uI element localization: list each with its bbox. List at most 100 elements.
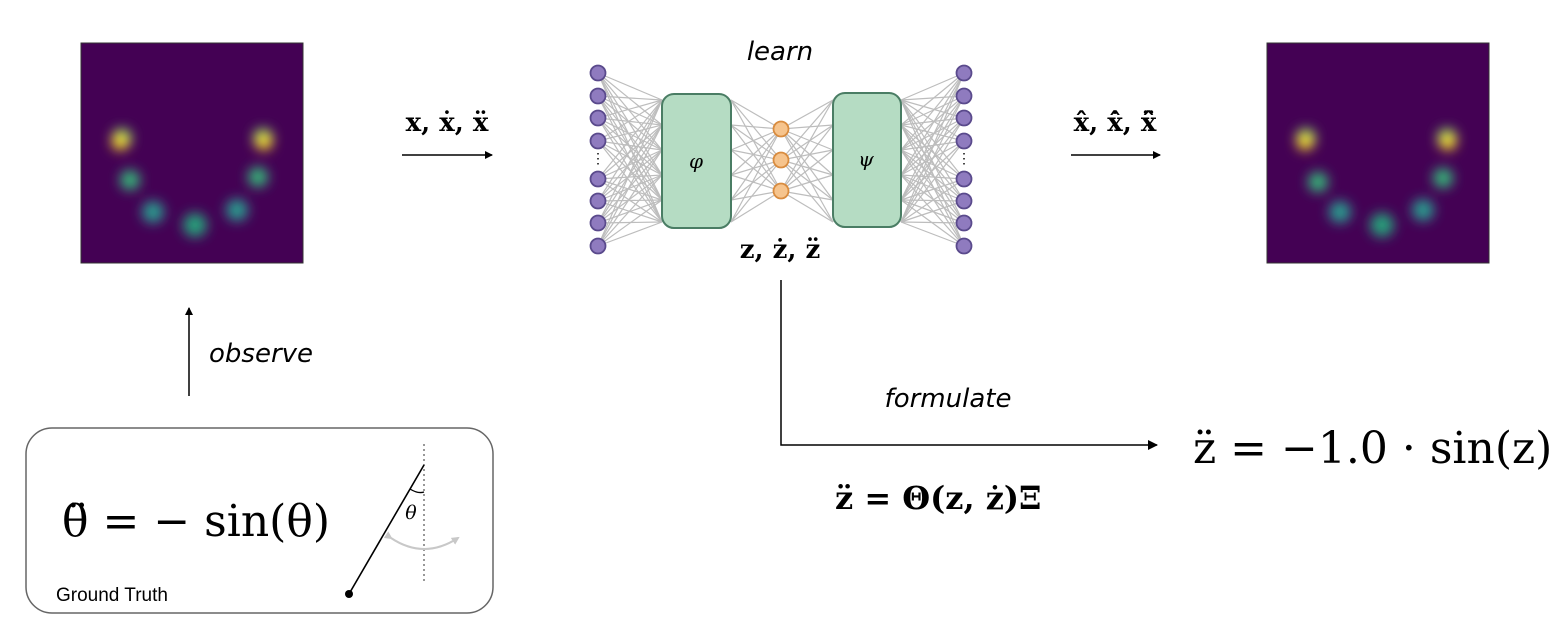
- network-edge: [730, 128, 782, 201]
- network-edge: [900, 149, 965, 247]
- network-edge: [900, 99, 965, 224]
- input-node: [589, 237, 607, 255]
- network-edge: [780, 159, 834, 201]
- latent-node: [772, 151, 790, 169]
- network-edge: [900, 140, 965, 223]
- network-edge: [780, 128, 834, 176]
- network-edge: [780, 128, 834, 223]
- encoder-symbol: φ: [689, 149, 703, 173]
- network-edge: [597, 140, 663, 223]
- network-edge: [900, 95, 965, 101]
- ground-truth-equation: θ̈ = − sin(θ): [62, 496, 330, 547]
- output-image: [1266, 42, 1490, 264]
- network-edge: [597, 174, 663, 247]
- network-edge: [597, 124, 663, 247]
- output-vars-label: x̂, x̂̇, x̂̈: [1074, 108, 1157, 138]
- output-node: [955, 132, 973, 150]
- network-edge: [900, 140, 965, 201]
- network-edge: [597, 140, 663, 151]
- network-edge: [730, 190, 782, 201]
- network-edge: [900, 140, 965, 151]
- network-edge: [900, 178, 965, 201]
- network-edges: [597, 72, 965, 247]
- network-edge: [780, 124, 834, 161]
- input-ellipsis: ⋮: [591, 151, 605, 167]
- network-edge: [597, 124, 663, 202]
- input-node: [589, 192, 607, 210]
- network-edge: [900, 149, 965, 180]
- network-edge: [900, 221, 965, 247]
- network-edge: [730, 174, 782, 192]
- network-edge: [780, 190, 834, 223]
- network-edge: [900, 99, 965, 202]
- input-node: [589, 214, 607, 232]
- output-node: [955, 64, 973, 82]
- network-edge: [597, 99, 663, 224]
- network-edge: [597, 99, 663, 202]
- input-image: [80, 42, 304, 264]
- network-edge: [597, 221, 663, 247]
- network-edge: [597, 199, 663, 224]
- latent-vars-label: z, ż, z̈: [740, 235, 821, 265]
- network-edge: [780, 128, 834, 201]
- network-edge: [597, 99, 663, 180]
- network-edge: [780, 124, 834, 130]
- input-node: [589, 87, 607, 105]
- network-edge: [730, 149, 782, 161]
- input-vars-label: x, ẋ, ẍ: [406, 108, 489, 138]
- formulate-label: formulate: [885, 384, 1012, 414]
- network-edge: [730, 159, 782, 201]
- network-edge: [597, 140, 663, 176]
- network-edge: [597, 99, 663, 142]
- network-edge: [597, 149, 663, 247]
- network-edge: [597, 174, 663, 202]
- network-edge: [900, 124, 965, 202]
- network-edge: [900, 199, 965, 202]
- ground-truth-label: Ground Truth: [56, 585, 168, 606]
- network-edge: [900, 149, 965, 202]
- network-edge: [900, 99, 965, 180]
- encoder-block: [661, 93, 732, 229]
- pendulum-icon: θ: [345, 444, 460, 598]
- network-edge: [730, 99, 782, 192]
- network-edge: [730, 99, 782, 130]
- network-edge: [597, 178, 663, 201]
- latent-node: [772, 120, 790, 138]
- network-edge: [730, 99, 782, 161]
- network-edge: [780, 124, 834, 192]
- network-edge: [597, 99, 663, 119]
- network-edge: [900, 99, 965, 119]
- input-node: [589, 170, 607, 188]
- network-edge: [730, 128, 782, 151]
- output-node: [955, 192, 973, 210]
- network-edge: [597, 140, 663, 201]
- network-edge: [900, 124, 965, 247]
- network-edge: [597, 149, 663, 180]
- output-node: [955, 170, 973, 188]
- learn-label: learn: [747, 37, 813, 67]
- observe-label: observe: [209, 339, 313, 369]
- network-edge: [730, 159, 782, 176]
- network-edge: [730, 124, 782, 192]
- network-edge: [780, 128, 834, 151]
- library-equation: z̈ = Θ(z, ż)Ξ: [835, 479, 1042, 517]
- network-edge: [780, 99, 834, 130]
- network-edge: [597, 174, 663, 180]
- latent-node: [772, 182, 790, 200]
- network-edge: [780, 149, 834, 161]
- autoencoder-network: learn φ ψ ⋮ ⋮ z, ż, z̈: [589, 37, 973, 265]
- network-edge: [900, 124, 965, 180]
- network-edge: [900, 99, 965, 247]
- network-edge: [597, 199, 663, 202]
- network-edge: [900, 72, 965, 101]
- network-edge: [900, 199, 965, 247]
- network-edge: [780, 99, 834, 192]
- network-edge: [780, 149, 834, 192]
- network-edge: [780, 190, 834, 201]
- network-nodes: [589, 64, 973, 255]
- network-edge: [597, 149, 663, 202]
- pendulum-angle-label: θ: [405, 502, 417, 524]
- output-node: [955, 87, 973, 105]
- input-node: [589, 64, 607, 82]
- network-edge: [730, 159, 782, 223]
